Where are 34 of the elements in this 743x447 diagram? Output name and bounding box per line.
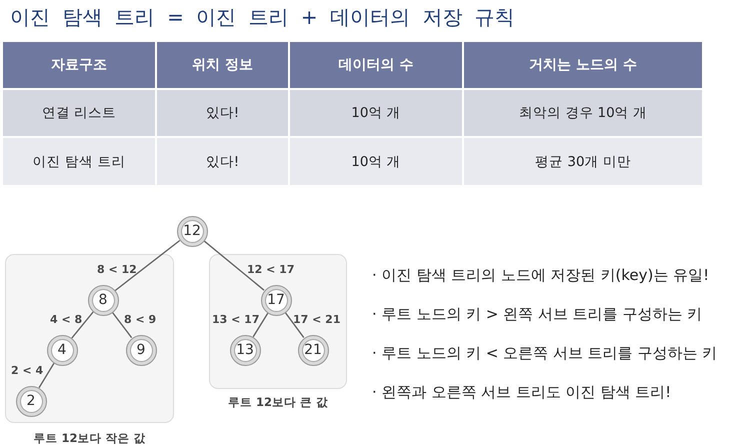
bullet-text: · 루트 노드의 키 > 왼쪽 서브 트리를 구성하는 키 [372,304,702,324]
tree-edge [252,312,268,338]
subtree-caption: 루트 12보다 작은 값 [32,430,146,447]
table-cell: 이진 탐색 트리 [3,138,155,185]
table-cell: 10억 개 [290,138,462,185]
bullet-text: · 이진 탐색 트리의 노드에 저장된 키(key)는 유일! [372,265,710,285]
tree-node: 12 [176,216,208,246]
column-header: 데이터의 수 [290,42,462,88]
tree-edge [38,362,55,388]
edge-label: 2 < 4 [11,364,44,378]
tree-edge [114,240,180,292]
tree-edge [71,312,94,338]
column-header: 위치 정보 [157,42,288,88]
edge-label: 12 < 17 [247,263,294,277]
tree-edge [204,240,264,291]
table-cell: 10억 개 [290,90,462,136]
table-cell: 연결 리스트 [3,90,155,136]
subtree-caption: 루트 12보다 큰 값 [226,394,329,411]
tree-edge [112,312,132,338]
column-header: 거치는 노드의 수 [464,42,702,88]
bullet-text: · 왼쪽과 오른쪽 서브 트리도 이진 탐색 트리! [372,382,672,402]
table-cell: 있다! [157,138,288,185]
edge-label: 13 < 17 [212,313,260,327]
table-cell: 있다! [157,90,288,136]
edge-label: 8 < 12 [97,263,137,277]
bullet-text: · 루트 노드의 키 < 오른쪽 서브 트리를 구성하는 키 [372,343,718,363]
table-cell: 평균 30개 미만 [464,138,702,185]
edge-label: 4 < 8 [50,313,82,327]
table-cell: 최악의 경우 10억 개 [464,90,702,136]
tree-edge [284,312,304,338]
title: 이진 탐색 트리 = 이진 트리 + 데이터의 저장 규칙 [10,4,515,30]
column-header: 자료구조 [3,42,155,88]
edge-label: 8 < 9 [124,313,156,327]
edge-label: 17 < 21 [293,313,340,327]
